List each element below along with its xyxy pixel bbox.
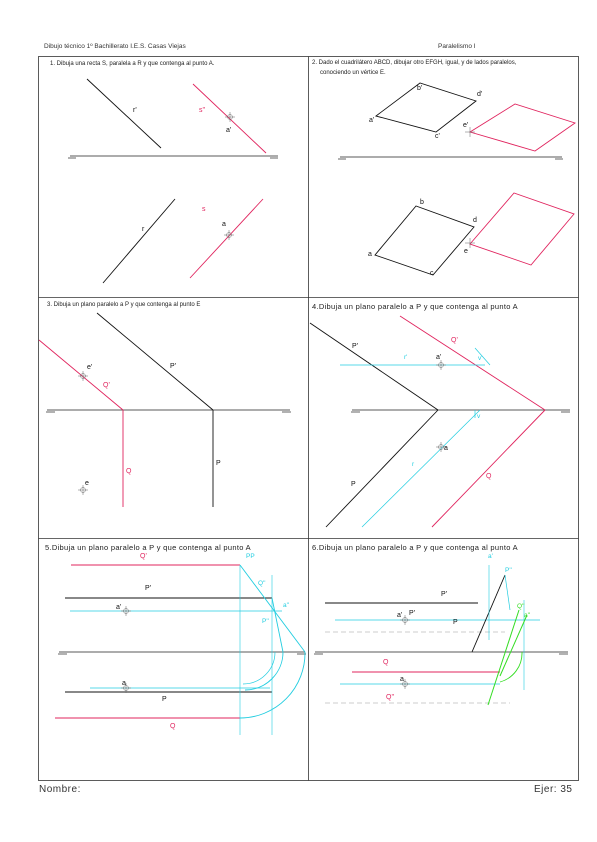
- label-q-prime-5: Q': [140, 553, 147, 560]
- label-v-4: v: [477, 413, 481, 420]
- label-d-prime: d': [477, 91, 483, 98]
- label-q-4: Q: [486, 473, 492, 480]
- label-e-prime: e': [463, 122, 469, 129]
- label-s-prime: s'': [199, 107, 206, 114]
- label-r-4: r: [412, 461, 415, 468]
- label-a-prime-4: a': [436, 354, 442, 361]
- label-p-3: P: [216, 460, 221, 467]
- point-a-marker: [224, 230, 234, 240]
- header-topic: Paralelismo I: [438, 43, 476, 50]
- label-a-prime-top-6: a': [488, 553, 493, 560]
- exercise-1-caption: 1. Dibuja una recta S, paralela a R y qu…: [50, 61, 215, 67]
- label-q-double-b-6: Q'': [386, 694, 395, 701]
- label-b-prime: b': [417, 85, 423, 92]
- name-label: Nombre:: [39, 784, 81, 795]
- quad-efgh: [469, 192, 575, 266]
- header-title: Dibujo técnico 1º Bachillerato I.E.S. Ca…: [44, 43, 186, 50]
- label-c-prime: c': [435, 133, 440, 140]
- label-r-prime-4: r': [404, 354, 408, 361]
- exercise-4-drawing: [309, 315, 570, 528]
- label-q-5: Q: [170, 723, 176, 730]
- quad-efgh-prime: [468, 103, 577, 152]
- label-a-double-5: a'': [283, 602, 290, 609]
- label-a-prime-5: a': [116, 604, 122, 611]
- label-a-4: a: [444, 445, 448, 452]
- label-p-prime-5: P': [145, 585, 152, 592]
- point-a-prime-marker: [225, 112, 235, 122]
- label-c: c: [430, 270, 434, 277]
- exercise-2-caption-line2: conociendo un vértice E.: [320, 70, 386, 76]
- label-p-6: P: [453, 619, 458, 626]
- trace-q-prime: [38, 339, 124, 411]
- worksheet-frame: [38, 56, 579, 781]
- label-p-5: P: [162, 696, 167, 703]
- trace-p-prime: [96, 312, 214, 411]
- exercise-4-caption: 4.Dibuja un plano paralelo a P y que con…: [312, 302, 518, 311]
- label-v-prime-4: v': [478, 355, 483, 362]
- label-e-3: e: [85, 480, 89, 487]
- exercise-number: Ejer: 35: [534, 784, 573, 795]
- label-a-5: a: [122, 680, 126, 687]
- label-q-prime-4: Q': [451, 337, 458, 344]
- line-s-prime: [192, 83, 267, 154]
- exercise-3-caption: 3. Dibuja un plano paralelo a P y que co…: [47, 302, 201, 308]
- exercise-5-caption: 5.Dibuja un plano paralelo a P y que con…: [45, 543, 251, 552]
- label-p-double-6: P'': [505, 567, 512, 574]
- label-a-prime-6: a': [397, 612, 403, 619]
- label-pp-5: PP: [246, 553, 255, 560]
- label-e: e: [464, 248, 468, 255]
- exercise-3-drawing: [38, 312, 291, 507]
- label-a-prime: a': [226, 127, 232, 134]
- label-a-double-6: a'': [524, 612, 531, 619]
- label-q-6: Q: [383, 659, 389, 666]
- label-p-prime-4: P': [352, 343, 359, 350]
- label-p-double-5: P'': [262, 618, 269, 625]
- label-e-prime-3: e': [87, 364, 93, 371]
- exercise-6-caption: 6.Dibuja un plano paralelo a P y que con…: [312, 543, 518, 552]
- label-a-2: a: [368, 251, 372, 258]
- line-r: [102, 198, 176, 284]
- label-a-6: a: [400, 676, 404, 683]
- exercise-6-drawing: [314, 565, 568, 706]
- label-r-prime: r': [133, 107, 137, 114]
- line-r-prime: [86, 78, 162, 149]
- label-q-double-5: Q'': [258, 580, 266, 587]
- exercise-2-caption-line1: 2. Dado el cuadrilátero ABCD, dibujar ot…: [312, 60, 517, 66]
- label-r: r: [142, 226, 145, 233]
- label-p-4: P: [351, 481, 356, 488]
- label-p-prime-3: P': [170, 363, 177, 370]
- exercise-5-drawing: [55, 564, 306, 735]
- quad-abcd: [374, 205, 475, 276]
- label-q-3: Q: [126, 468, 132, 475]
- label-b: b: [420, 199, 424, 206]
- label-p-prime-b-6: P': [409, 610, 416, 617]
- label-d: d: [473, 217, 477, 224]
- label-s: s: [202, 206, 206, 213]
- label-p-prime-6: P': [441, 591, 448, 598]
- line-s: [189, 198, 264, 279]
- exercise-1-drawing: [68, 78, 278, 284]
- label-q-prime-3: Q': [103, 382, 110, 389]
- label-a-prime-2: a': [369, 117, 375, 124]
- label-q-double-6: Q'': [517, 603, 525, 610]
- exercise-2-drawing: [338, 82, 577, 276]
- quad-abcd-prime: [374, 82, 477, 133]
- label-a: a: [222, 221, 226, 228]
